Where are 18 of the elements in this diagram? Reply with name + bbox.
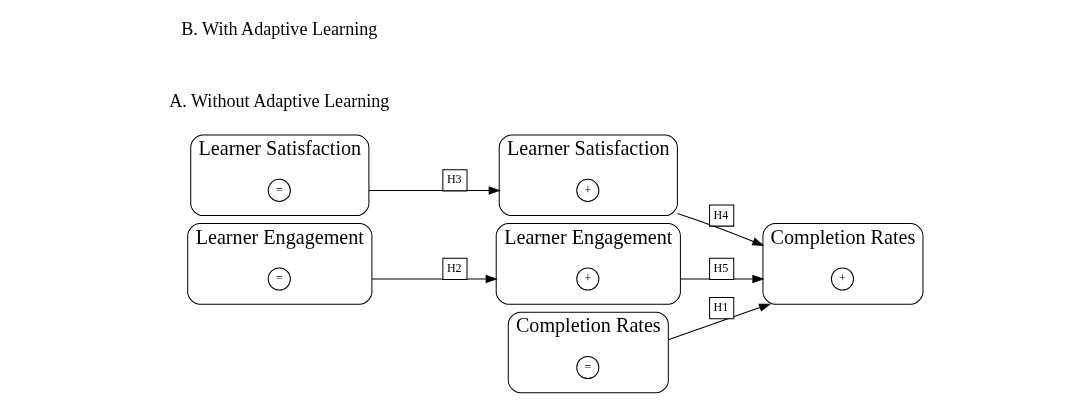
label: B. With Adaptive Learning	[180, 18, 377, 39]
node-circle: +	[575, 267, 599, 291]
node-circle: =	[267, 267, 291, 291]
node-circle: +	[830, 267, 854, 291]
arrow	[667, 303, 771, 341]
edge-label: H2	[446, 261, 462, 276]
node-circle: =	[575, 355, 599, 380]
label: A. Without Adaptive Learning	[168, 91, 389, 112]
node-circle: =	[267, 178, 291, 202]
arrow	[370, 274, 498, 284]
edge-label: H5	[713, 261, 728, 276]
edge-label: H1	[713, 300, 728, 315]
arrow	[679, 274, 764, 284]
arrow	[367, 186, 501, 195]
node-circle: +	[575, 178, 599, 202]
edge-label: H4	[713, 207, 728, 222]
edge-label: H3	[446, 172, 462, 187]
arrow	[676, 213, 764, 246]
